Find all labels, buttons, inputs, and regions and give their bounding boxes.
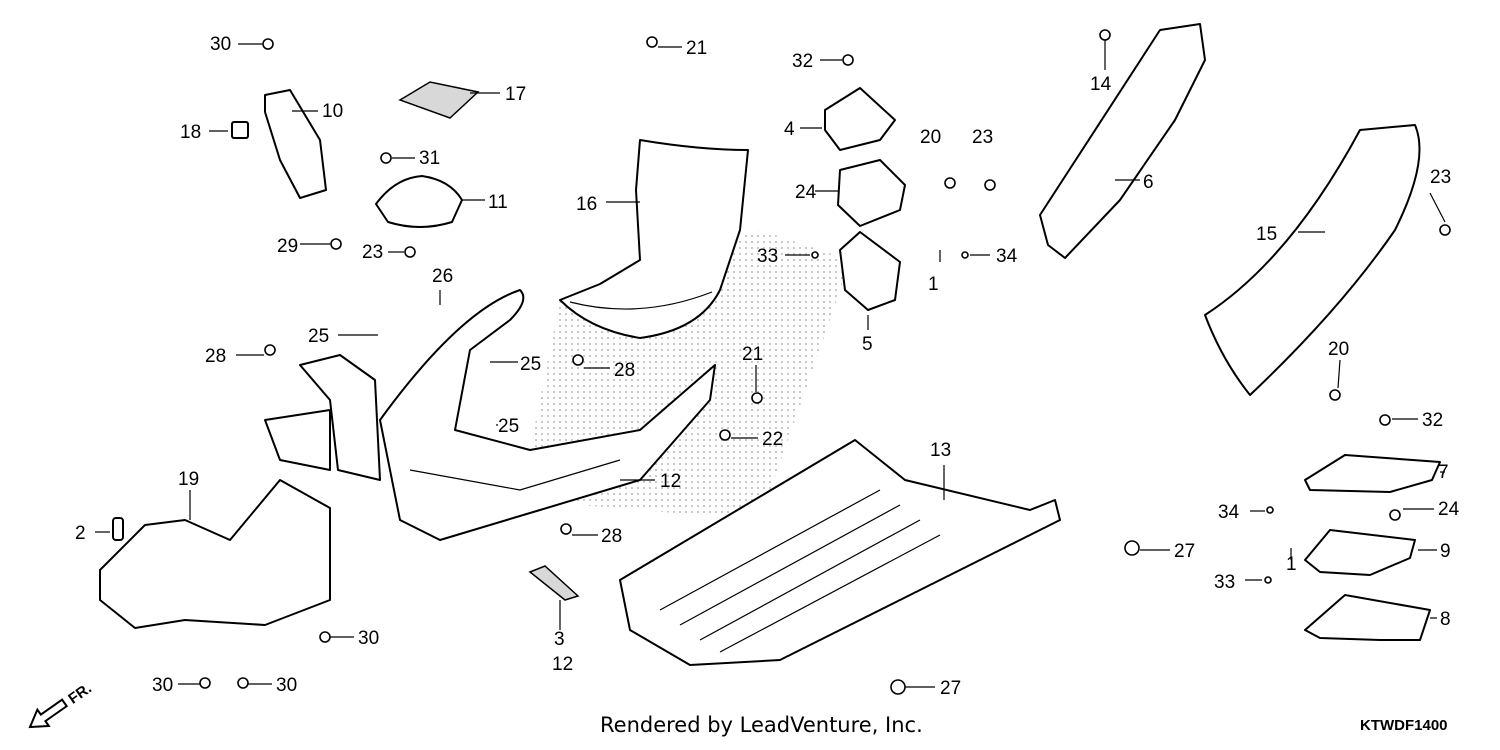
callout-23: 23 [362,242,383,263]
part-10-bracket [264,89,327,199]
callout-4: 4 [784,119,795,140]
callout-30: 30 [210,34,231,55]
callout-3: 3 [554,629,565,650]
callout-10: 10 [322,101,343,122]
part-13-floor-grid [659,489,941,653]
part-11-lid [375,175,463,228]
callout-15: 15 [1256,224,1277,245]
callout-13: 13 [930,440,951,461]
part-16-inner-cover-detail [569,291,713,310]
part-17-pad [398,81,480,119]
part-9-hinge [1304,529,1416,576]
part-8-hook-frame [1304,594,1431,641]
callout-12: 12 [552,654,573,675]
part-25-center-body [299,354,381,481]
callout-34: 34 [1218,502,1240,523]
direction-label: FR. [65,680,95,708]
callout-32: 32 [1422,410,1443,431]
callout-19: 19 [178,469,199,490]
callout-2: 2 [75,523,86,544]
part-14-side-panel [1039,23,1206,259]
part-16-inner-cover [559,139,749,339]
callout-26: 26 [432,266,453,287]
part-7-hook-cover [1304,454,1441,493]
callout-7: 7 [1438,462,1449,483]
callout-33: 33 [1214,572,1235,593]
callout-25: 25 [520,354,541,375]
part-12-floor-body [379,289,716,541]
callout-23: 23 [1430,167,1451,188]
callout-9: 9 [1440,541,1451,562]
part-4-hook-cover [824,87,896,151]
callout-33: 33 [757,246,778,267]
callout-24: 24 [795,182,817,203]
callout-25: 25 [308,326,329,347]
callout-32: 32 [792,51,813,72]
footer-credit: Rendered by LeadVenture, Inc. [600,713,923,737]
part-2-grommet [112,517,124,541]
callout-23: 23 [972,127,993,148]
callout-21: 21 [742,344,763,365]
callout-34: 34 [996,246,1018,267]
callout-21: 21 [686,38,707,59]
leader-lines [95,40,1446,688]
callout-30: 30 [152,675,173,696]
part-18-clip [231,121,249,139]
part-25-center-body-arm [264,409,331,471]
callout-20: 20 [1328,339,1349,360]
part-13-floor-panel [619,439,1061,666]
callout-18: 18 [180,122,201,143]
front-direction-arrow: FR. [28,680,95,729]
callout-8: 8 [1440,609,1451,630]
callout-30: 30 [358,628,379,649]
callout-30: 30 [276,675,297,696]
callout-12: 12 [660,471,681,492]
callout-31: 31 [419,148,440,169]
callout-28: 28 [205,346,226,367]
part-3-strip [528,565,580,601]
callout-28: 28 [601,526,622,547]
part-19-under-cover [99,479,331,629]
callout-27: 27 [940,678,961,699]
callout-14: 14 [1090,74,1112,95]
diagram-code: KTWDF1400 [1360,717,1448,734]
callout-16: 16 [576,194,597,215]
part-12-floor-body-detail [409,459,621,491]
part-15-side-panel [1204,124,1421,396]
callout-11: 11 [488,192,508,213]
callout-20: 20 [920,127,941,148]
callout-24: 24 [1438,499,1460,520]
fasteners [199,29,1451,695]
callout-29: 29 [277,236,298,257]
callout-1: 1 [928,274,939,295]
callout-6: 6 [1143,172,1154,193]
callout-28: 28 [614,360,635,381]
callout-5: 5 [862,334,873,355]
part-6-hinge [837,159,906,227]
callout-22: 22 [762,429,783,450]
callout-1: 1 [1286,554,1297,575]
part-5-hook-frame [839,231,901,311]
callout-25: 25 [498,416,519,437]
callout-17: 17 [505,84,526,105]
callout-27: 27 [1174,541,1195,562]
arrow-icon [28,698,69,729]
